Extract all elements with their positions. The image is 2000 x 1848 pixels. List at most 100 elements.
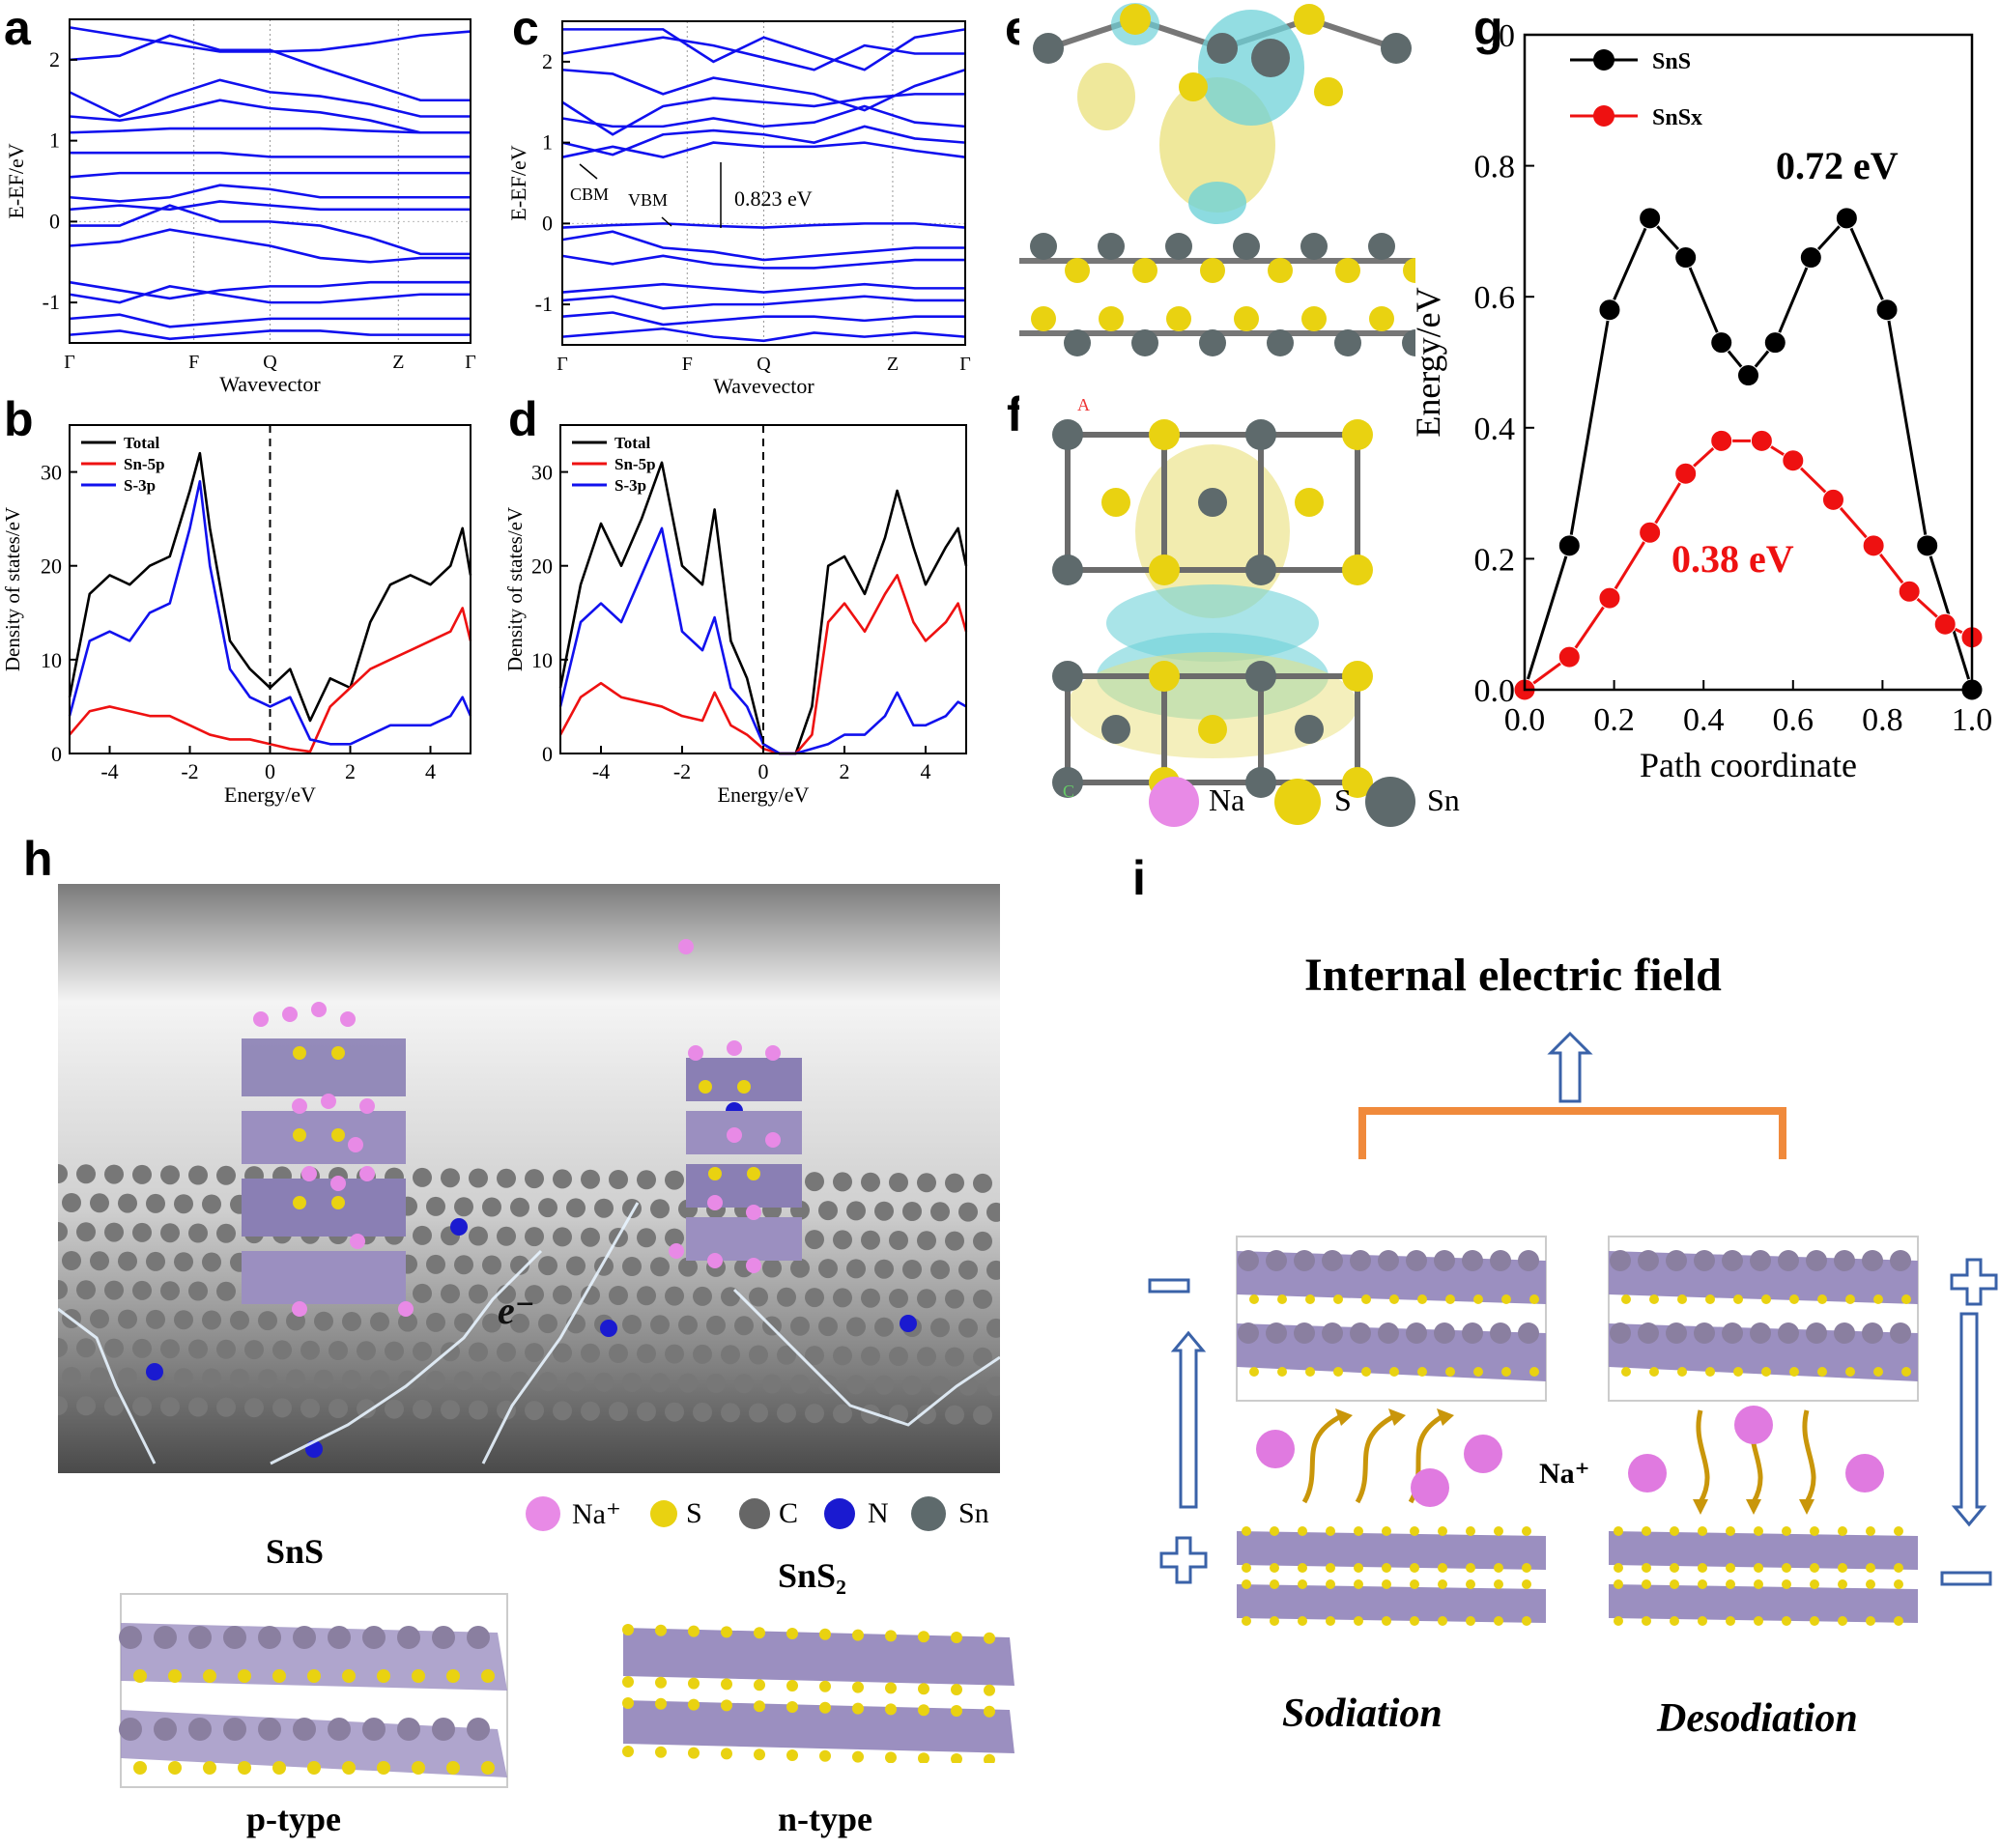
na-ion	[348, 1137, 363, 1152]
s-atom	[1873, 1367, 1883, 1377]
carbon-atom	[174, 1310, 193, 1330]
sn-atom	[1806, 1250, 1827, 1271]
sn-atom	[119, 1718, 142, 1741]
s-atom	[203, 1669, 216, 1683]
s-atom	[1726, 1616, 1735, 1626]
sn-atom	[432, 1626, 455, 1649]
kpoint-label: Q	[263, 352, 277, 373]
sn-atom	[1098, 233, 1125, 260]
s-atom	[1200, 258, 1225, 283]
sn-atom	[119, 1626, 142, 1649]
carbon-atom	[216, 1397, 236, 1417]
s-atom	[1677, 1367, 1687, 1377]
y-tick-label: .0	[1491, 18, 1516, 54]
kpoint-label: Γ	[959, 354, 971, 375]
carbon-atom	[90, 1367, 109, 1387]
s-atom	[412, 1669, 425, 1683]
carbon-atom	[609, 1344, 628, 1363]
carbon-atom	[132, 1222, 152, 1242]
carbon-atom	[510, 1197, 529, 1217]
s-atom	[1698, 1579, 1707, 1589]
kpoint-label: Z	[392, 352, 404, 373]
carbon-atom	[566, 1198, 586, 1218]
carbon-atom	[160, 1281, 180, 1301]
s-atom	[1277, 1367, 1287, 1377]
s-atom	[1149, 419, 1180, 450]
s-atom	[481, 1761, 495, 1775]
s-atom	[1295, 488, 1324, 517]
s-atom	[1642, 1616, 1651, 1626]
carbon-atom	[650, 1257, 670, 1277]
s-atom	[655, 1676, 667, 1689]
sn-atom	[1638, 1250, 1659, 1271]
carbon-atom	[497, 1226, 516, 1246]
s-atom	[1838, 1526, 1847, 1536]
carbon-atom	[538, 1256, 557, 1276]
legend-h-c: C	[779, 1497, 799, 1529]
s-atom	[377, 1761, 390, 1775]
band-line	[562, 28, 966, 71]
sn-atom	[223, 1718, 246, 1741]
s-atom	[1234, 306, 1259, 331]
carbon-atom	[650, 1315, 670, 1335]
carbon-atom	[650, 1199, 670, 1219]
s-atom	[1417, 1367, 1427, 1377]
y-tick-label: -1	[43, 290, 60, 314]
y-tick-label: 30	[41, 461, 62, 485]
panel-label-f: f	[1007, 387, 1023, 441]
carbon-atom	[846, 1317, 866, 1337]
s-atom	[1305, 1367, 1315, 1377]
band-line	[561, 295, 965, 310]
carbon-atom	[749, 1287, 768, 1307]
carbon-atom	[986, 1202, 1000, 1222]
sn-atom	[1267, 329, 1294, 356]
s-atom	[1698, 1616, 1707, 1626]
carbon-atom	[525, 1169, 544, 1189]
s-atom	[331, 1128, 345, 1142]
s-atom	[688, 1677, 700, 1690]
carbon-atom	[749, 1403, 768, 1423]
carbon-atom	[146, 1309, 165, 1329]
corner-label-a: A	[1077, 395, 1090, 414]
sn-atom	[1518, 1250, 1539, 1271]
s-atom	[688, 1698, 700, 1711]
s-atom	[272, 1761, 286, 1775]
sn-atom	[1198, 488, 1227, 517]
y-tick-label: 0	[542, 211, 553, 235]
sn-atom	[1131, 329, 1158, 356]
sn-atom	[1378, 1250, 1399, 1271]
s-atom	[754, 1700, 765, 1713]
sn-atom	[1402, 329, 1415, 356]
carbon-atom	[874, 1201, 894, 1221]
carbon-atom	[58, 1280, 68, 1299]
carbon-atom	[497, 1342, 516, 1362]
carbon-atom	[413, 1225, 432, 1245]
band-line	[561, 222, 966, 229]
y-tick-label: 10	[531, 648, 553, 672]
sn-atom	[1300, 233, 1328, 260]
carbon-atom	[945, 1231, 964, 1251]
s-atom	[1522, 1526, 1531, 1536]
sn-swatch	[1365, 777, 1415, 827]
carbon-atom	[665, 1228, 684, 1248]
carbon-atom	[734, 1374, 754, 1394]
sn-atom	[1064, 329, 1091, 356]
x-axis-label: Wavevector	[219, 372, 321, 396]
s-atom	[1382, 1579, 1391, 1589]
s-atom	[984, 1684, 995, 1696]
s-atom	[1873, 1294, 1883, 1304]
carbon-atom	[833, 1288, 852, 1308]
y-tick-label: 0	[542, 742, 553, 766]
charge-depletion-lobe	[1198, 10, 1304, 126]
s-atom	[1614, 1616, 1623, 1626]
sn-atom	[1052, 767, 1083, 798]
s-atom	[133, 1761, 147, 1775]
sn-atom	[1862, 1250, 1883, 1271]
carbon-atom	[454, 1313, 473, 1333]
carbon-atom	[104, 1222, 124, 1242]
carbon-atom	[553, 1343, 572, 1363]
carbon-atom	[482, 1197, 501, 1217]
carbon-atom	[790, 1316, 810, 1336]
s-atom	[1466, 1526, 1475, 1536]
y-tick-label: -1	[535, 292, 553, 316]
